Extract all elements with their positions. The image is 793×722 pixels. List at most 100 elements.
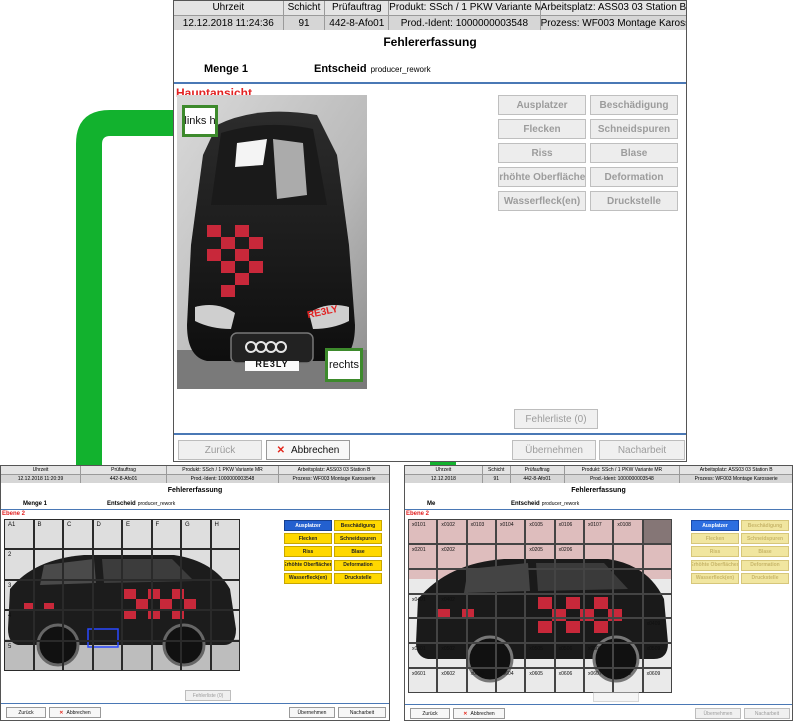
- grid-cell[interactable]: x0606: [554, 668, 584, 693]
- right-defect-beschädigung-button[interactable]: Beschädigung: [741, 520, 789, 531]
- right-defect-ausplatzer-button[interactable]: Ausplatzer: [691, 520, 739, 531]
- grid-cell[interactable]: x0205: [525, 543, 555, 569]
- fehlerliste-button[interactable]: Fehlerliste (0): [514, 409, 598, 429]
- grid-cell[interactable]: [92, 579, 122, 611]
- grid-cell[interactable]: [466, 568, 496, 594]
- left-defect-riss-button[interactable]: Riss: [284, 546, 332, 558]
- grid-cell[interactable]: x0603: [466, 668, 496, 693]
- zurueck-button[interactable]: Zurück: [178, 440, 262, 460]
- grid-cell[interactable]: [181, 579, 211, 611]
- right-abbrechen-button[interactable]: ✕ Abbrechen: [453, 708, 505, 719]
- grid-cell[interactable]: [33, 579, 63, 611]
- grid-cell[interactable]: 2: [4, 549, 34, 580]
- left-defect-beschädigung-button[interactable]: Beschädigung: [334, 520, 382, 531]
- grid-cell[interactable]: x0604: [496, 668, 526, 693]
- grid-cell[interactable]: [642, 568, 672, 594]
- defect-schneidspuren-button[interactable]: Schneidspuren: [590, 119, 678, 139]
- grid-cell[interactable]: x0201: [408, 543, 438, 569]
- right-defect-blase-button[interactable]: Blase: [741, 546, 789, 558]
- grid-cell[interactable]: B: [33, 519, 63, 550]
- grid-cell[interactable]: [181, 610, 211, 641]
- grid-cell[interactable]: G: [181, 519, 211, 550]
- grid-cell[interactable]: x0102: [437, 519, 467, 544]
- grid-cell[interactable]: [92, 610, 122, 641]
- grid-cell[interactable]: [584, 543, 614, 569]
- grid-cell[interactable]: [466, 543, 496, 569]
- grid-cell[interactable]: C: [63, 519, 93, 550]
- grid-cell[interactable]: [525, 593, 555, 619]
- right-zurueck-button[interactable]: Zurück: [410, 708, 450, 719]
- uebernehmen-button[interactable]: Übernehmen: [512, 440, 596, 460]
- grid-cell[interactable]: [33, 610, 63, 641]
- grid-cell[interactable]: [496, 568, 526, 594]
- right-defect-schneidspuren-button[interactable]: Schneidspuren: [741, 533, 789, 545]
- defect-ausplatzer-button[interactable]: Ausplatzer: [498, 95, 586, 115]
- grid-cell[interactable]: [33, 549, 63, 580]
- defect-druckstelle-button[interactable]: Druckstelle: [590, 191, 678, 211]
- grid-cell[interactable]: x0509: [642, 643, 672, 669]
- grid-cell[interactable]: [496, 618, 526, 644]
- grid-cell[interactable]: 5: [4, 640, 34, 671]
- defect-blase-button[interactable]: Blase: [590, 143, 678, 163]
- right-defect-wasserfleck-en-button[interactable]: Wasserfleck(en): [691, 572, 739, 584]
- left-defect-ausplatzer-button[interactable]: Ausplatzer: [284, 520, 332, 531]
- defect-flecken-button[interactable]: Flecken: [498, 119, 586, 139]
- grid-cell[interactable]: 3: [4, 579, 34, 611]
- left-defect-schneidspuren-button[interactable]: Schneidspuren: [334, 533, 382, 545]
- marker-links[interactable]: links h: [182, 105, 218, 137]
- left-abbrechen-button[interactable]: ✕ Abbrechen: [49, 707, 101, 718]
- abbrechen-button[interactable]: ✕ Abbrechen: [266, 440, 350, 460]
- grid-cell[interactable]: [210, 610, 240, 641]
- grid-cell[interactable]: [437, 568, 467, 594]
- defect-deformation-button[interactable]: Deformation: [590, 167, 678, 187]
- grid-cell[interactable]: [181, 549, 211, 580]
- defect-wasserfleck-en-button[interactable]: Wasserfleck(en): [498, 191, 586, 211]
- right-uebernehmen-button[interactable]: Übernehmen: [695, 708, 741, 719]
- right-defect-deformation-button[interactable]: Deformation: [741, 559, 789, 571]
- left-zurueck-button[interactable]: Zurück: [6, 707, 46, 718]
- grid-cell[interactable]: [210, 579, 240, 611]
- grid-cell[interactable]: x0103: [466, 519, 496, 544]
- grid-cell[interactable]: x0107: [584, 519, 614, 544]
- right-defect-erhöhte-oberflächen-button[interactable]: Erhöhte Oberflächen: [691, 559, 739, 571]
- grid-cell[interactable]: [554, 593, 584, 619]
- right-nacharbeit-button[interactable]: Nacharbeit: [744, 708, 790, 719]
- left-fehlerliste-button[interactable]: Fehlerliste (0): [185, 690, 231, 701]
- left-defect-druckstelle-button[interactable]: Druckstelle: [334, 572, 382, 584]
- grid-cell[interactable]: [613, 543, 643, 569]
- right-defect-druckstelle-button[interactable]: Druckstelle: [741, 572, 789, 584]
- grid-cell[interactable]: F: [151, 519, 181, 550]
- right-fehlerliste-button[interactable]: [593, 692, 639, 702]
- grid-cell[interactable]: x0108: [613, 519, 643, 544]
- grid-cell[interactable]: x0202: [437, 543, 467, 569]
- defect-beschädigung-button[interactable]: Beschädigung: [590, 95, 678, 115]
- grid-cell[interactable]: [408, 618, 438, 644]
- grid-cell[interactable]: x0608: [613, 668, 643, 693]
- grid-cell[interactable]: x0609: [642, 668, 672, 693]
- grid-cell[interactable]: A1: [4, 519, 34, 550]
- right-defect-riss-button[interactable]: Riss: [691, 546, 739, 558]
- grid-cell[interactable]: [584, 593, 614, 619]
- left-defect-wasserfleck-en-button[interactable]: Wasserfleck(en): [284, 572, 332, 584]
- grid-cell[interactable]: x0601: [408, 668, 438, 693]
- grid-cell[interactable]: x0409: [642, 618, 672, 644]
- grid-cell[interactable]: x0105: [525, 519, 555, 544]
- grid-cell[interactable]: [496, 643, 526, 669]
- left-defect-erhöhte-oberflächen-button[interactable]: Erhöhte Oberflächen: [284, 559, 332, 571]
- grid-cell[interactable]: [122, 549, 152, 580]
- grid-cell[interactable]: [584, 618, 614, 644]
- grid-cell[interactable]: [584, 568, 614, 594]
- grid-cell[interactable]: [466, 593, 496, 619]
- grid-cell[interactable]: 4: [4, 610, 34, 641]
- grid-cell[interactable]: [122, 610, 152, 641]
- grid-cell[interactable]: [63, 549, 93, 580]
- grid-cell[interactable]: [92, 549, 122, 580]
- grid-cell[interactable]: x0401: [408, 593, 438, 619]
- grid-cell[interactable]: [63, 579, 93, 611]
- grid-cell[interactable]: [613, 593, 643, 619]
- grid-cell[interactable]: [496, 543, 526, 569]
- left-nacharbeit-button[interactable]: Nacharbeit: [338, 707, 386, 718]
- grid-cell[interactable]: [466, 643, 496, 669]
- grid-cell[interactable]: [554, 618, 584, 644]
- grid-cell[interactable]: [642, 593, 672, 619]
